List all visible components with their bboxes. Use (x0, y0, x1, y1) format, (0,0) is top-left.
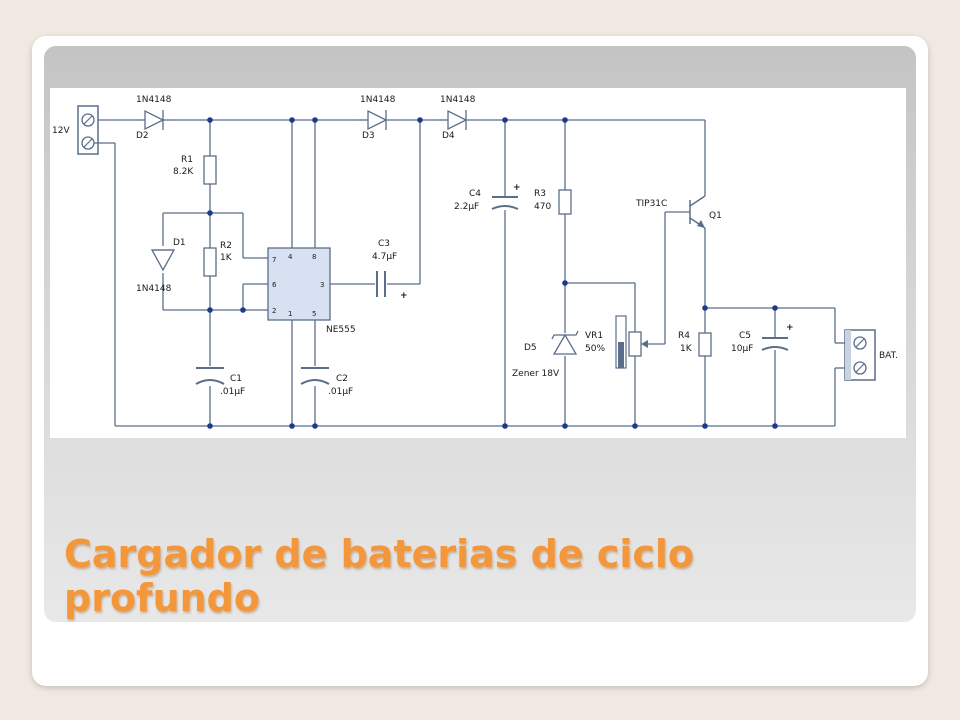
label-c2: C2 (336, 374, 348, 384)
label-c3-value: 4.7µF (372, 252, 397, 262)
label-d5: D5 (524, 343, 537, 353)
diode-d4-symbol (435, 109, 485, 131)
input-terminal-block (77, 105, 99, 155)
capacitor-c3-symbol (376, 271, 386, 297)
resistor-r3-symbol (558, 189, 572, 215)
label-c3-plus: + (400, 291, 408, 301)
label-d3: D3 (362, 131, 375, 141)
potentiometer-vr1-symbol (615, 315, 648, 369)
label-ic: NE555 (326, 325, 356, 335)
resistor-r1-symbol (203, 155, 217, 185)
label-r2-value: 1K (220, 253, 233, 263)
ne555-ic (267, 247, 331, 321)
ic-pin-4: 4 (288, 253, 293, 261)
label-vr1-value: 50% (585, 344, 605, 354)
label-d2-part: 1N4148 (136, 95, 172, 105)
label-c2-value: .01µF (328, 387, 353, 397)
slide-title: Cargador de baterias de ciclo profundo (64, 532, 695, 620)
ic-pin-5: 5 (312, 310, 316, 318)
label-r2: R2 (220, 241, 232, 251)
ic-pin-6: 6 (272, 281, 277, 289)
label-d2: D2 (136, 131, 149, 141)
ic-pin-7: 7 (272, 256, 276, 264)
label-vr1: VR1 (585, 331, 603, 341)
capacitor-c2-symbol (300, 367, 330, 385)
resistor-r2-symbol (203, 247, 217, 277)
label-c3: C3 (378, 239, 390, 249)
label-bat: BAT. (879, 351, 898, 361)
junction-nodes (207, 117, 778, 429)
diode-d1-symbol (150, 249, 176, 272)
label-c4-value: 2.2µF (454, 202, 479, 212)
label-c1: C1 (230, 374, 242, 384)
label-r3-value: 470 (534, 202, 551, 212)
label-c1-value: .01µF (220, 387, 245, 397)
capacitor-c5-symbol (761, 337, 789, 351)
label-c5-plus: + (786, 323, 794, 333)
label-d1: D1 (173, 238, 186, 248)
diode-d2-symbol (135, 109, 175, 131)
ic-pin-3: 3 (320, 281, 324, 289)
label-r3: R3 (534, 189, 546, 199)
label-d4: D4 (442, 131, 455, 141)
label-q1-part: TIP31C (635, 199, 667, 209)
zener-d5-symbol (551, 330, 579, 355)
ic-pin-8: 8 (312, 253, 316, 261)
capacitor-c1-symbol (195, 367, 225, 385)
label-r4: R4 (678, 331, 690, 341)
label-d3-part: 1N4148 (360, 95, 396, 105)
label-c4: C4 (469, 189, 481, 199)
label-q1: Q1 (709, 211, 722, 221)
label-c5: C5 (739, 331, 751, 341)
label-c5-value: 10µF (731, 344, 753, 354)
ic-pin-1: 1 (288, 310, 292, 318)
capacitor-c4-symbol (491, 196, 519, 210)
wires (95, 119, 845, 427)
label-r4-value: 1K (680, 344, 693, 354)
resistor-r4-symbol (698, 332, 712, 357)
schematic-image: 12V BAT. 1N4148 D2 1N4148 D3 1N4148 D4 R… (50, 88, 906, 438)
label-d5-part: Zener 18V (512, 369, 560, 379)
diode-d3-symbol (355, 109, 405, 131)
label-c4-plus: + (513, 183, 521, 193)
battery-terminal-block (844, 329, 876, 381)
ic-pin-2: 2 (272, 307, 276, 315)
label-r1-value: 8.2K (173, 167, 194, 177)
transistor-q1-symbol (689, 195, 706, 229)
label-12v: 12V (52, 126, 70, 136)
label-d4-part: 1N4148 (440, 95, 476, 105)
label-d1-part: 1N4148 (136, 284, 172, 294)
label-r1: R1 (181, 155, 193, 165)
circuit-schematic: 12V BAT. 1N4148 D2 1N4148 D3 1N4148 D4 R… (52, 95, 898, 429)
